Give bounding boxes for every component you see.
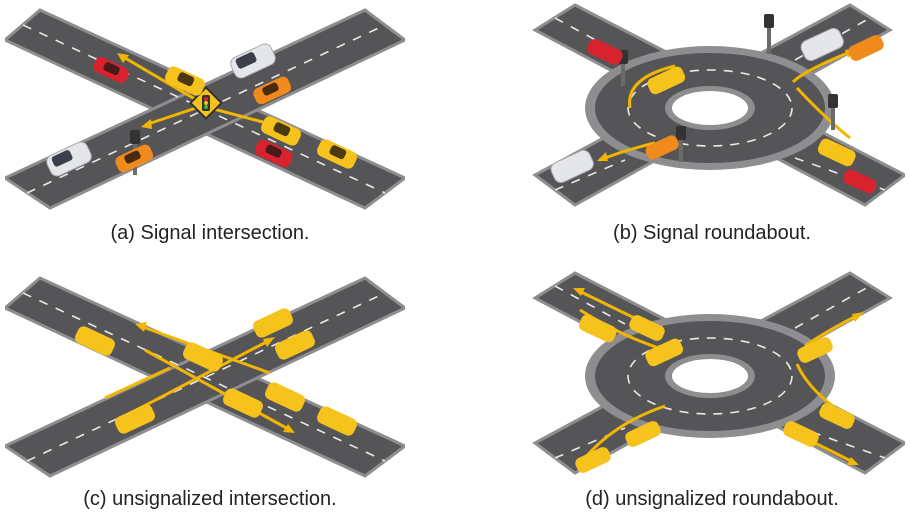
- car-icon: [783, 421, 819, 447]
- arrow-icon: [573, 288, 585, 296]
- van-icon: [800, 27, 844, 62]
- car-icon: [625, 421, 661, 447]
- traffic-light-pole: [831, 100, 835, 130]
- lane-mark: [26, 292, 386, 462]
- arrow-icon: [583, 404, 666, 459]
- traffic-light-icon: [676, 126, 686, 140]
- car-icon: [165, 66, 205, 96]
- car-icon: [647, 66, 686, 95]
- arrow-icon: [597, 152, 608, 161]
- arrow-icon: [263, 337, 275, 347]
- car-icon: [578, 314, 617, 343]
- arrow-icon: [141, 119, 152, 129]
- car-icon: [817, 138, 856, 167]
- car-icon: [265, 382, 305, 412]
- car-icon: [645, 135, 679, 160]
- van-icon: [46, 141, 92, 177]
- car-icon: [253, 76, 292, 105]
- car-icon: [183, 342, 223, 372]
- unsignalized-roundabout-diagram: [531, 271, 905, 475]
- car-icon: [587, 39, 623, 65]
- arrow-icon: [119, 53, 206, 107]
- lane-mark: [627, 337, 793, 415]
- arrow-icon: [852, 312, 864, 322]
- panel-signal-intersection: [5, 0, 405, 215]
- arrow-icon: [283, 424, 295, 433]
- car-icon: [254, 139, 293, 168]
- car-icon: [317, 406, 357, 436]
- lane-mark: [26, 24, 386, 194]
- lane-mark: [627, 69, 793, 147]
- caption-d: (d) unsignalized roundabout.: [585, 488, 839, 510]
- lane-mark: [554, 17, 626, 57]
- traffic-light-icon: [828, 94, 838, 108]
- unsignalized-intersection-diagram: [5, 276, 405, 478]
- car-icon: [261, 116, 301, 146]
- car-icon: [317, 139, 357, 169]
- car-icon: [819, 403, 855, 429]
- car-icon: [843, 169, 877, 194]
- arrow-icon: [117, 53, 129, 63]
- lane-mark: [554, 427, 626, 459]
- car-icon: [797, 337, 833, 363]
- car-icon: [629, 315, 665, 341]
- lane-mark: [554, 285, 626, 325]
- panel-signal-roundabout: [505, 0, 905, 215]
- caption-c: (c) unsignalized intersection.: [83, 488, 337, 510]
- arrow-icon: [791, 48, 856, 84]
- caption-a: (a) Signal intersection.: [110, 222, 310, 244]
- car-icon: [223, 388, 263, 418]
- arrow-icon: [144, 348, 291, 432]
- lane-mark: [554, 159, 626, 191]
- panel-unsignalized-intersection: [5, 268, 405, 483]
- car-icon: [93, 57, 129, 83]
- roundabout-center: [672, 91, 748, 125]
- arrow-icon: [628, 64, 676, 109]
- car-icon: [275, 330, 315, 360]
- signal-intersection-diagram: [5, 8, 405, 210]
- panel-unsignalized-roundabout: [505, 268, 905, 483]
- traffic-light-icon: [130, 130, 140, 144]
- arrow-icon: [795, 86, 851, 140]
- lane-mark: [794, 285, 871, 329]
- van-icon: [550, 149, 594, 184]
- lane-mark: [22, 292, 386, 462]
- car-icon: [848, 35, 884, 61]
- car-icon: [575, 447, 611, 473]
- traffic-light-icon: [764, 14, 774, 28]
- van-icon: [230, 43, 276, 79]
- car-icon: [645, 338, 684, 367]
- arrow-icon: [104, 366, 171, 400]
- lane-mark: [794, 425, 886, 459]
- arrow-icon: [847, 457, 859, 465]
- car-icon: [115, 144, 154, 173]
- arrow-icon: [135, 322, 147, 332]
- traffic-light-pole: [767, 20, 771, 54]
- car-icon: [115, 404, 155, 434]
- caption-b: (b) Signal roundabout.: [613, 222, 811, 244]
- roundabout-center: [672, 359, 748, 393]
- car-icon: [75, 326, 115, 356]
- traffic-light-pole: [679, 132, 683, 162]
- traffic-light-pole: [621, 58, 625, 86]
- signal-roundabout-diagram: [531, 3, 905, 207]
- car-icon: [253, 308, 293, 338]
